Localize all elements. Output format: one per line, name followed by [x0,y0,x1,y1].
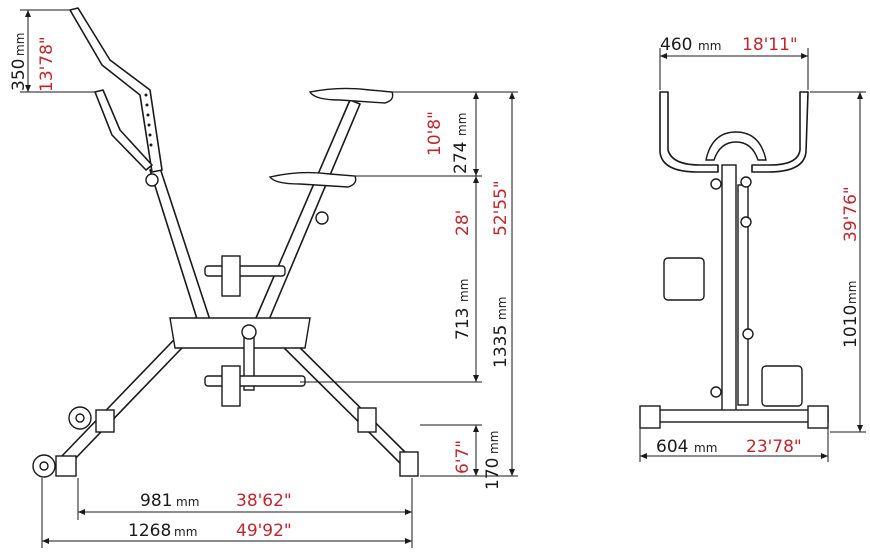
foot-front-lower [399,451,419,477]
svg-text:mm: mm [457,279,471,302]
seat-lower [268,171,357,188]
svg-text:460: 460 [660,35,692,55]
svg-text:39'76": 39'76" [841,186,861,242]
svg-text:1335: 1335 [491,325,511,368]
svg-text:713: 713 [453,308,473,340]
label-base-width: 604 mm 23'78" [656,437,802,457]
foot-left [55,455,77,477]
svg-text:23'78": 23'78" [746,437,802,457]
label-foot-height-imperial: 6'7" [453,440,473,474]
seat-post [255,99,361,323]
svg-text:mm: mm [174,525,197,539]
front-base [643,409,829,423]
label-seat-to-pedal: 713 mm [453,279,473,340]
label-handlebar-drop-imperial: 13'78" [37,36,57,92]
svg-text:28': 28' [453,210,473,236]
front-column [721,164,737,414]
svg-text:604: 604 [656,437,688,457]
svg-text:mm: mm [487,431,501,454]
side-view-bike [32,7,419,478]
label-handlebar-drop: 350 mm [9,33,29,91]
crank-hub [241,324,257,340]
svg-text:mm: mm [176,495,199,509]
label-handlebar-width: 460 mm 18'11" [660,35,798,55]
svg-text:mm: mm [13,33,27,56]
svg-text:mm: mm [845,281,859,304]
front-foot-left [639,405,661,429]
label-front-height: 1010 mm [841,281,861,348]
svg-text:10'8": 10'8" [425,111,445,156]
handlebar-lower [94,89,153,171]
svg-text:981: 981 [140,491,172,511]
front-view-bike [639,91,829,429]
handlebar-post [149,167,211,323]
svg-text:mm: mm [694,441,717,455]
handlebar-knob [145,173,159,187]
seat-knob [315,211,329,225]
front-pedal-left [663,257,705,301]
label-total-length: 1268 mm 49'92" [128,521,292,541]
label-seat-adjust: 274 mm [451,113,471,174]
label-total-height-imperial: 52'55" [491,180,511,236]
center-frame [169,317,311,349]
foot-mid [95,409,115,433]
front-seat [705,131,767,161]
svg-text:mm: mm [698,39,721,53]
svg-text:mm: mm [455,113,469,136]
svg-text:6'7": 6'7" [453,440,473,474]
label-total-height: 1335 mm [491,297,511,368]
front-handlebar-left [659,91,719,173]
svg-text:1268: 1268 [128,521,171,541]
front-pedal-right [761,365,803,407]
svg-text:18'11": 18'11" [742,35,798,55]
front-foot-right [807,405,829,429]
label-inner-length: 981 mm 38'62" [140,491,292,511]
svg-text:13'78": 13'78" [37,36,57,92]
upper-pedal-strap [221,255,241,297]
upper-pedal [204,265,286,277]
svg-text:49'92": 49'92" [236,521,292,541]
lower-pedal [204,375,306,387]
svg-text:mm: mm [495,297,509,320]
svg-text:38'62": 38'62" [236,491,292,511]
svg-text:274: 274 [451,142,471,174]
label-foot-height: 170 mm [483,431,503,490]
foot-front-upper [357,407,377,433]
svg-text:170: 170 [483,458,503,490]
side-view-dimension-lines [20,9,518,548]
svg-text:1010: 1010 [841,305,861,348]
seat-upper [308,87,394,104]
lower-pedal-strap [221,365,241,407]
front-view-dimension-lines [639,48,866,462]
front-handlebar-right [751,91,809,173]
svg-text:52'55": 52'55" [491,180,511,236]
label-seat-to-pedal-imperial: 28' [453,210,473,236]
label-front-height-imperial: 39'76" [841,186,861,242]
handlebar-upper [69,7,163,173]
handlebar-adjust-holes [144,93,153,147]
label-seat-adjust-imperial: 10'8" [425,111,445,156]
svg-text:350: 350 [9,59,29,91]
